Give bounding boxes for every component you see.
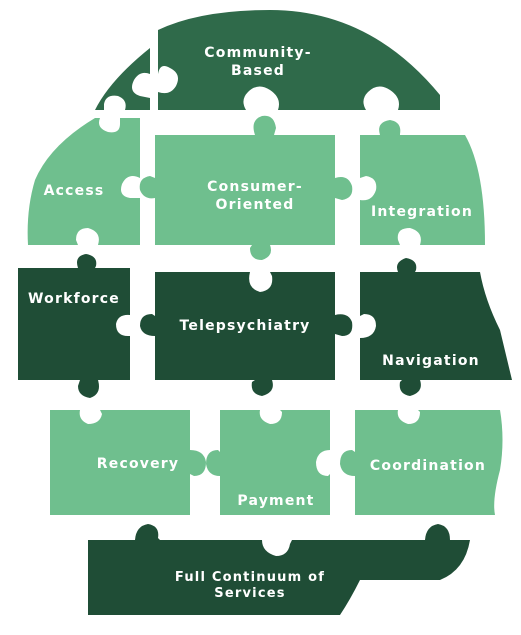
- piece-coordination: [340, 410, 503, 515]
- piece-workforce: [18, 254, 130, 398]
- piece-access: [27, 118, 140, 245]
- label-integration: Integration: [370, 204, 473, 220]
- piece-telepsychiatry: [140, 272, 353, 396]
- piece-navigation: [360, 258, 512, 396]
- label-telepsychiatry: Telepsychiatry: [179, 318, 311, 334]
- piece-payment: [206, 410, 330, 515]
- label-community-based: Community- Based: [204, 45, 312, 79]
- piece-community-based-left: [95, 48, 150, 110]
- label-coordination: Coordination: [369, 458, 487, 474]
- label-payment: Payment: [237, 493, 315, 509]
- label-workforce: Workforce: [28, 291, 120, 307]
- label-recovery: Recovery: [96, 456, 180, 472]
- piece-community-based: [158, 10, 440, 110]
- piece-recovery: [50, 410, 206, 515]
- piece-full-continuum: [88, 524, 470, 615]
- label-navigation: Navigation: [382, 353, 480, 369]
- piece-consumer-oriented: [139, 115, 353, 260]
- piece-integration: [360, 120, 485, 245]
- label-consumer-oriented: Consumer- Oriented: [207, 179, 303, 213]
- label-access: Access: [43, 183, 105, 199]
- label-full-continuum: Full Continuum of Services: [174, 570, 326, 601]
